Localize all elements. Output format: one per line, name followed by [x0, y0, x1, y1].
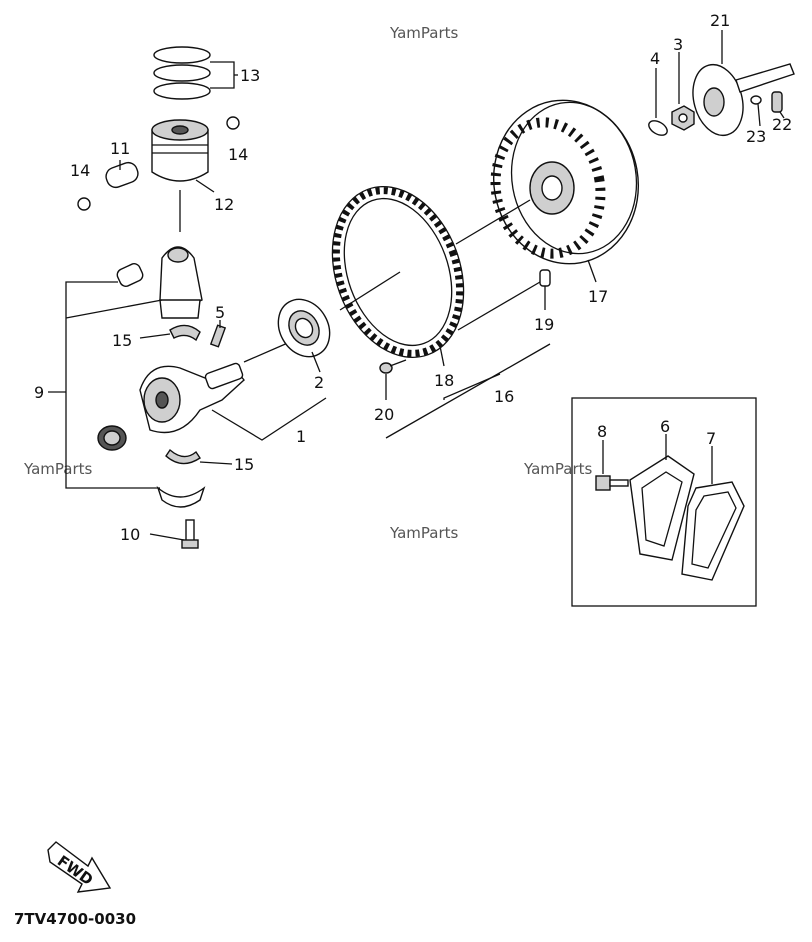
leader-13: [210, 61, 235, 89]
shaft-bolt[interactable]: [771, 91, 783, 113]
bracket-9: [65, 281, 160, 489]
ring-gear[interactable]: [310, 168, 487, 376]
cover-gasket[interactable]: [629, 455, 695, 561]
callout-12[interactable]: 12: [214, 195, 234, 214]
callout-18[interactable]: 18: [434, 371, 454, 390]
callout-15-lower[interactable]: 15: [234, 455, 254, 474]
shaft-washer[interactable]: [750, 95, 762, 105]
callout-3[interactable]: 3: [673, 35, 683, 54]
bearing-half-upper[interactable]: [169, 324, 201, 342]
dowel-pin[interactable]: [539, 269, 551, 287]
circlip-left[interactable]: [77, 197, 91, 211]
callout-4[interactable]: 4: [650, 49, 660, 68]
inset-box: [571, 397, 757, 607]
rod-cap[interactable]: [156, 485, 206, 508]
watermark-middle: YamParts: [389, 524, 459, 542]
circlip-right[interactable]: [226, 116, 240, 130]
watermark-top: YamParts: [389, 24, 459, 42]
callout-20[interactable]: 20: [374, 405, 394, 424]
callout-2[interactable]: 2: [314, 373, 324, 392]
callout-22[interactable]: 22: [772, 115, 792, 134]
woodruff-key[interactable]: [209, 324, 227, 348]
callout-5[interactable]: 5: [215, 303, 225, 322]
callout-17[interactable]: 17: [588, 287, 608, 306]
callout-23[interactable]: 23: [746, 127, 766, 146]
screw[interactable]: [379, 359, 407, 374]
bracket-16: [385, 343, 551, 439]
callout-15-upper[interactable]: 15: [112, 331, 132, 350]
watermark-left: YamParts: [23, 460, 93, 478]
callout-8[interactable]: 8: [597, 422, 607, 441]
callout-16[interactable]: 16: [494, 387, 514, 406]
callout-11[interactable]: 11: [110, 139, 130, 158]
callout-19[interactable]: 19: [534, 315, 554, 334]
callout-21[interactable]: 21: [710, 11, 730, 30]
callout-1[interactable]: 1: [296, 427, 306, 446]
crankshaft[interactable]: [139, 341, 291, 434]
piston-pin[interactable]: [104, 160, 141, 190]
callout-10[interactable]: 10: [120, 525, 140, 544]
cover-bolt[interactable]: [595, 475, 629, 491]
cover-plate[interactable]: [681, 481, 745, 581]
crank-gear[interactable]: [97, 425, 127, 451]
callout-7[interactable]: 7: [706, 429, 716, 448]
callout-14-right[interactable]: 14: [228, 145, 248, 164]
fwd-arrow-icon: FWD: [47, 841, 112, 893]
ball-bearing[interactable]: [268, 290, 340, 366]
piston-rings[interactable]: [153, 46, 211, 100]
callout-6[interactable]: 6: [660, 417, 670, 436]
piston[interactable]: [151, 119, 209, 182]
bearing-half-lower[interactable]: [165, 448, 201, 465]
diagram-code: 7TV4700-0030: [14, 910, 136, 928]
rod-bolt[interactable]: [181, 519, 199, 549]
callout-14-left[interactable]: 14: [70, 161, 90, 180]
callout-9[interactable]: 9: [34, 383, 44, 402]
leader-1: [211, 397, 327, 441]
flywheel-nut[interactable]: [671, 105, 695, 131]
connecting-rod[interactable]: [115, 246, 203, 319]
watermark-right: YamParts: [523, 460, 593, 478]
flywheel[interactable]: [481, 89, 651, 276]
washer[interactable]: [646, 118, 669, 138]
output-shaft[interactable]: [686, 59, 795, 141]
callout-13[interactable]: 13: [240, 66, 260, 85]
